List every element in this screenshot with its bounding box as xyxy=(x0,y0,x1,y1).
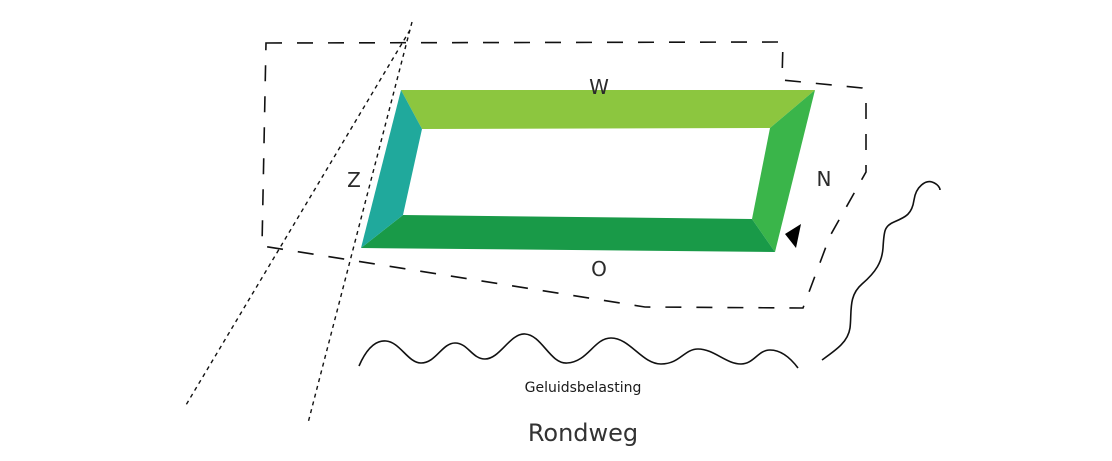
facade-south xyxy=(361,90,422,248)
label-north: N xyxy=(817,167,832,191)
facade-north xyxy=(752,90,815,252)
entrance-arrow-icon xyxy=(785,224,801,248)
label-east: O xyxy=(591,257,607,281)
noise-wave-road xyxy=(358,333,799,369)
facade-west xyxy=(401,90,815,129)
label-west: W xyxy=(589,75,609,99)
facade-east xyxy=(361,215,775,252)
sight-line-right xyxy=(307,21,413,424)
noise-wave-side xyxy=(821,180,941,361)
plot-boundary xyxy=(261,41,867,309)
noise-label: Geluidsbelasting xyxy=(525,380,642,396)
road-label: Rondweg xyxy=(528,419,638,447)
label-south: Z xyxy=(347,168,361,192)
sight-line-left xyxy=(185,29,411,406)
